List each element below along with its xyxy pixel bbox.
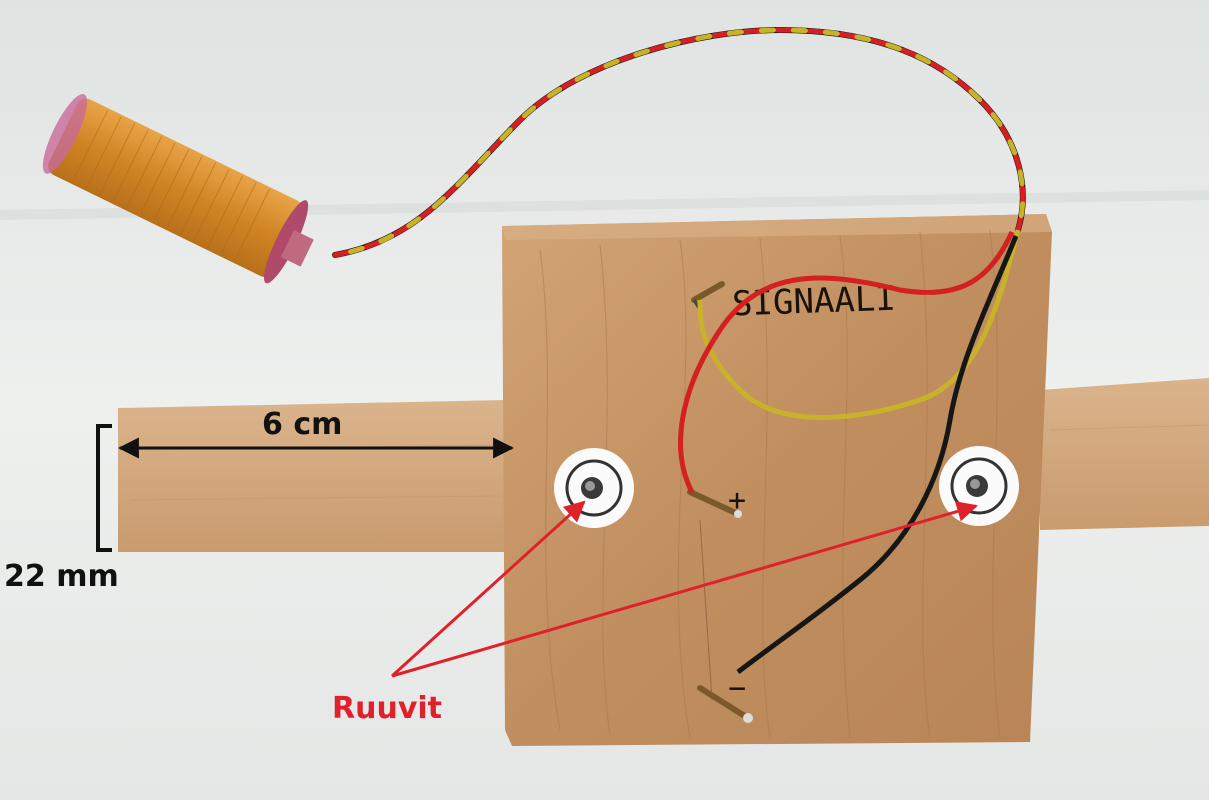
proximity-sensor — [42, 93, 314, 284]
width-label: 6 cm — [262, 407, 342, 442]
height-label: 22 mm — [4, 559, 119, 594]
terminal-middle — [687, 489, 742, 518]
board-minus-mark: − — [728, 671, 746, 706]
board-plus-mark: + — [728, 483, 746, 518]
height-bracket — [96, 424, 112, 552]
wire-black — [736, 235, 1019, 674]
screws-label: Ruuvit — [332, 691, 442, 726]
terminal-bottom — [697, 685, 753, 723]
wire-red — [678, 230, 1015, 494]
wire-bundle — [332, 26, 1026, 258]
screw-left — [554, 448, 634, 528]
screw-arrows — [390, 500, 979, 678]
board-signal-label: SIGNAALI — [731, 279, 896, 325]
